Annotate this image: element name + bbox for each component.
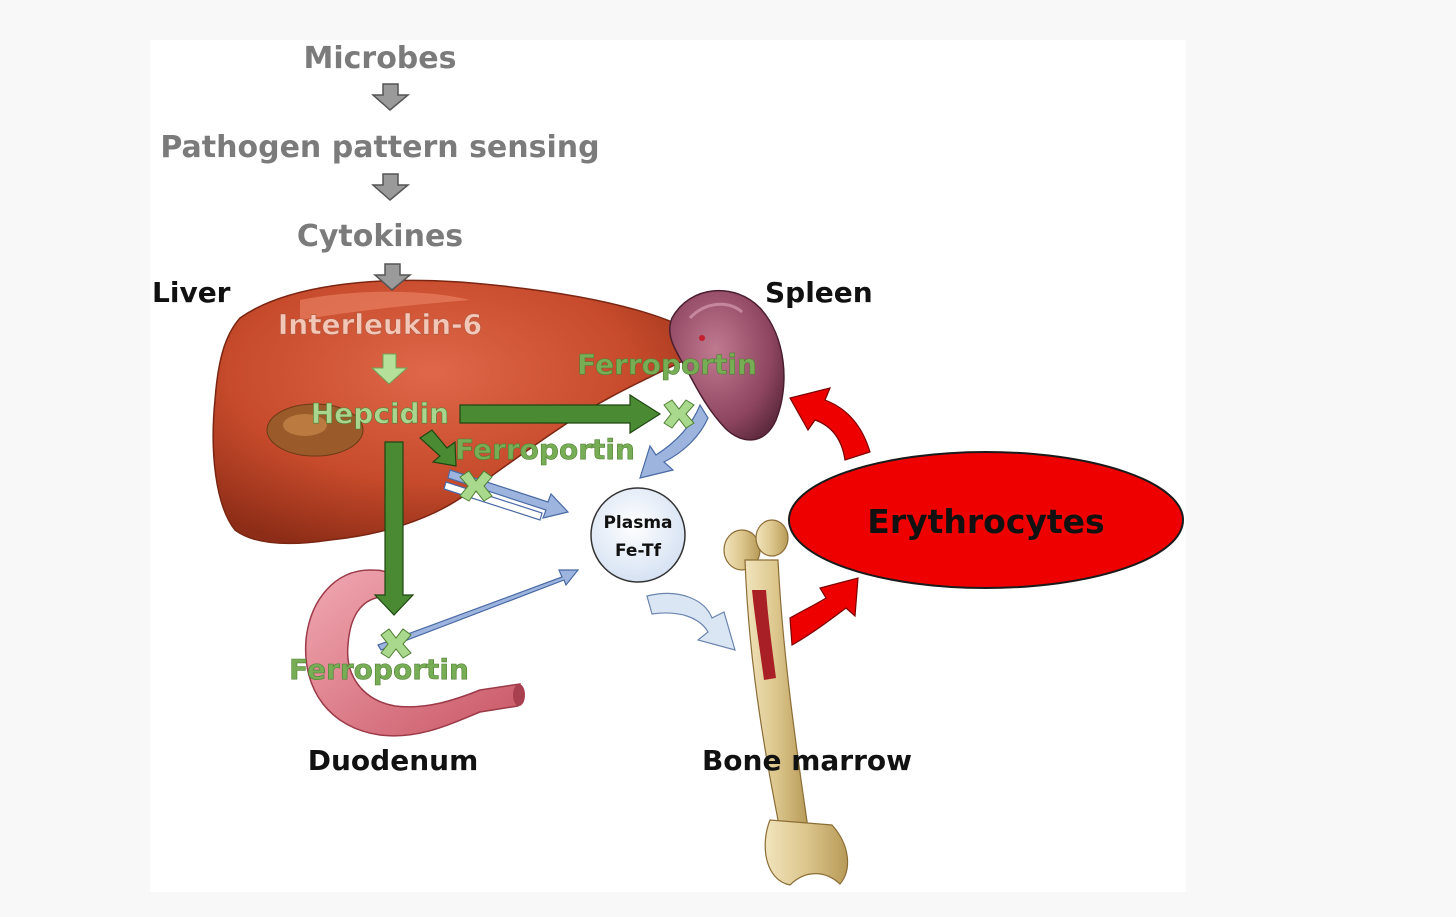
plasma-label: Plasma [603,513,672,533]
pathogen-sensing-label: Pathogen pattern sensing [160,130,599,165]
pathway-arrows [371,83,413,291]
erythrocyte-flow-arrows [789,387,871,646]
bone-illustration [723,519,849,886]
spleen-illustration [668,289,785,441]
il6-to-hepcidin-arrow [370,353,409,385]
erythrocytes-label: Erythrocytes [867,502,1104,541]
liver-label: Liver [152,276,231,309]
duodenum-label: Duodenum [308,744,479,777]
interleukin-6-label: Interleukin-6 [278,308,482,341]
liver-illustration [212,279,700,545]
liver-ferroportin-label: Ferroportin [455,433,635,466]
spleen-ferroportin-label: Ferroportin [577,348,757,381]
fe-tf-label: Fe-Tf [615,541,662,561]
hepcidin-label: Hepcidin [311,397,449,430]
microbes-label: Microbes [303,41,456,76]
plasma-fe-tf-circle [590,487,686,583]
ferroportin-block-marks [380,399,695,659]
bone-marrow-label: Bone marrow [702,744,912,777]
cytokines-label: Cytokines [297,219,463,254]
plasma-to-bone-marrow-arrow [646,592,736,651]
duodenum-ferroportin-label: Ferroportin [289,653,469,686]
spleen-label: Spleen [765,276,873,309]
erythrocytes-ellipse [788,451,1184,589]
hepcidin-inhibition-arrows [373,393,662,616]
